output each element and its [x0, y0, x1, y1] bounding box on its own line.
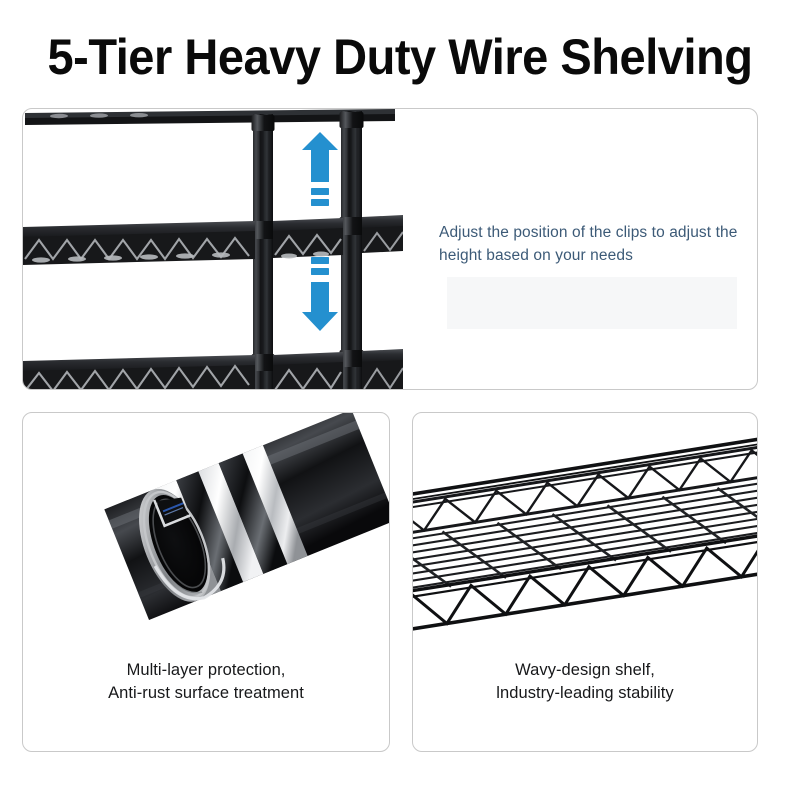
- wavy-caption-line-1: Wavy-design shelf,: [515, 661, 655, 679]
- wire-shelving-illustration: [23, 109, 403, 389]
- shelf-front-truss: [413, 527, 757, 635]
- page-title: 5-Tier Heavy Duty Wire Shelving: [47, 29, 753, 85]
- tube-cut-face: [139, 488, 211, 602]
- shelf-bottom: [23, 349, 403, 389]
- shelf-rear-truss: [413, 441, 757, 541]
- tube-cutaway-illustration: [104, 413, 389, 621]
- shelving-post-right: [339, 111, 364, 389]
- coating-caption-line-2: Anti-rust surface treatment: [108, 684, 304, 702]
- shelf-top-rail: [413, 433, 757, 508]
- adjust-note: Adjust the position of the clips to adju…: [439, 221, 749, 267]
- wavy-caption-line-2: lndustry-leading stability: [496, 684, 674, 702]
- wavy-caption: Wavy-design shelf, lndustry-leading stab…: [413, 659, 757, 705]
- shelf-cross-wires: [413, 486, 757, 588]
- adjustable-height-panel: Adjust the position of the clips to adju…: [22, 108, 758, 390]
- adjust-note-line-1: Adjust the position of the clips to adju…: [439, 224, 712, 241]
- coating-caption: Multi-layer protection, Anti-rust surfac…: [23, 659, 389, 705]
- arrow-down-icon: [302, 257, 338, 331]
- adjust-note-line-2: the height based on your needs: [439, 224, 738, 264]
- shelf-top: [25, 109, 395, 125]
- shelf-deck-wires: [413, 477, 757, 594]
- tube-seam-notch: [152, 497, 191, 528]
- background-artifact-block: [447, 277, 737, 329]
- shelving-post-left: [251, 114, 275, 389]
- wavy-shelf-panel: Wavy-design shelf, lndustry-leading stab…: [412, 412, 758, 752]
- shelf-middle: [23, 215, 403, 265]
- wire-shelf-perspective: [413, 433, 757, 635]
- coating-caption-line-1: Multi-layer protection,: [126, 661, 286, 679]
- wavy-shelf-illustration: [413, 433, 757, 635]
- coating-panel: Multi-layer protection, Anti-rust surfac…: [22, 412, 390, 752]
- arrow-up-icon: [302, 132, 338, 206]
